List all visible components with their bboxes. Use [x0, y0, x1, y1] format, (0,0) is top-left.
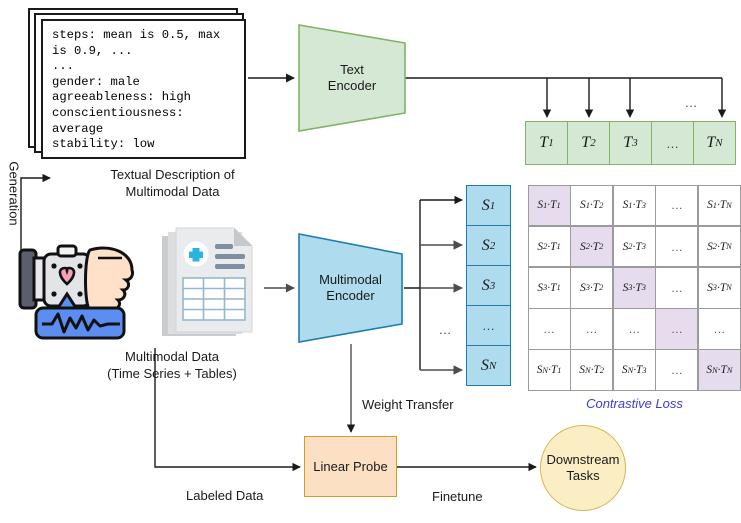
t-cell-n-sub: N — [715, 137, 723, 149]
matrix-cell-ellipsis-r2-c4: … — [655, 225, 699, 268]
matrix-cell-ellipsis-r4-c2: … — [570, 308, 614, 350]
t-cell-3-sub: 3 — [632, 137, 638, 149]
t-cell-n-base: T — [706, 134, 716, 151]
t-cell-2-base: T — [581, 134, 591, 151]
s-cell-n-base: S — [480, 356, 489, 374]
multimodal-encoder-block[interactable]: Multimodal Encoder — [297, 232, 404, 344]
s-col-ellipsis: … — [438, 322, 452, 337]
smartwatch-heartrate-icon — [14, 228, 144, 348]
matrix-cell-ellipsis-r4-c4: … — [655, 308, 699, 350]
matrix-cell-ellipsis-r4-c5: … — [697, 308, 741, 350]
labeled-data-label: Labeled Data — [186, 488, 264, 503]
t-cell-2-sub: 2 — [590, 137, 596, 149]
s-cell-ellipsis: … — [466, 305, 511, 346]
weight-transfer-label: Weight Transfer — [362, 397, 454, 412]
matrix-cell-ellipsis-r4-c3: … — [612, 308, 656, 350]
downstream-tasks-block[interactable]: Downstream Tasks — [540, 425, 626, 511]
t-cell-1-base: T — [539, 134, 549, 151]
t-row-ellipsis: … — [684, 95, 698, 110]
contrastive-loss-label: Contrastive Loss — [586, 396, 683, 411]
t-cell-ellipsis-base: … — [666, 135, 679, 151]
textual-description-caption: Textual Description of Multimodal Data — [110, 167, 235, 199]
s-cell-2-sub: 2 — [489, 239, 496, 252]
s-cell-1-sub: 1 — [489, 199, 496, 212]
t-cell-3-base: T — [623, 134, 633, 151]
text-description-card: steps: mean is 0.5, max is 0.9, ... ... … — [41, 19, 246, 159]
finetune-label: Finetune — [432, 489, 483, 504]
t-cell-1-sub: 1 — [548, 137, 554, 149]
s-cell-2-base: S — [481, 236, 490, 254]
s-cell-n-sub: N — [488, 359, 497, 372]
matrix-cell-ellipsis-r5-c4: … — [655, 349, 699, 391]
matrix-cell-ellipsis-r1-c4: … — [655, 184, 699, 227]
matrix-cell-ellipsis-r3-c4: … — [655, 266, 699, 309]
t-cell-ellipsis: … — [651, 121, 694, 165]
medical-table-document-icon — [158, 222, 263, 347]
linear-probe-label: Linear Probe — [313, 459, 388, 474]
s-cell-3-sub: 3 — [489, 279, 496, 292]
linear-probe-block[interactable]: Linear Probe — [304, 436, 397, 497]
s-cell-ellipsis-base: … — [482, 318, 495, 333]
generation-label: Generation — [6, 161, 22, 226]
text-encoder-block[interactable]: Text Encoder — [297, 23, 407, 133]
s-cell-3-base: S — [481, 276, 490, 294]
downstream-tasks-label-line2: Tasks — [566, 468, 600, 483]
matrix-cell-ellipsis-r4-c1: … — [527, 308, 571, 350]
s-cell-1-base: S — [481, 196, 490, 214]
multimodal-data-caption: Multimodal Data (Time Series + Tables) — [107, 349, 237, 381]
downstream-tasks-label-line1: Downstream — [546, 452, 620, 467]
